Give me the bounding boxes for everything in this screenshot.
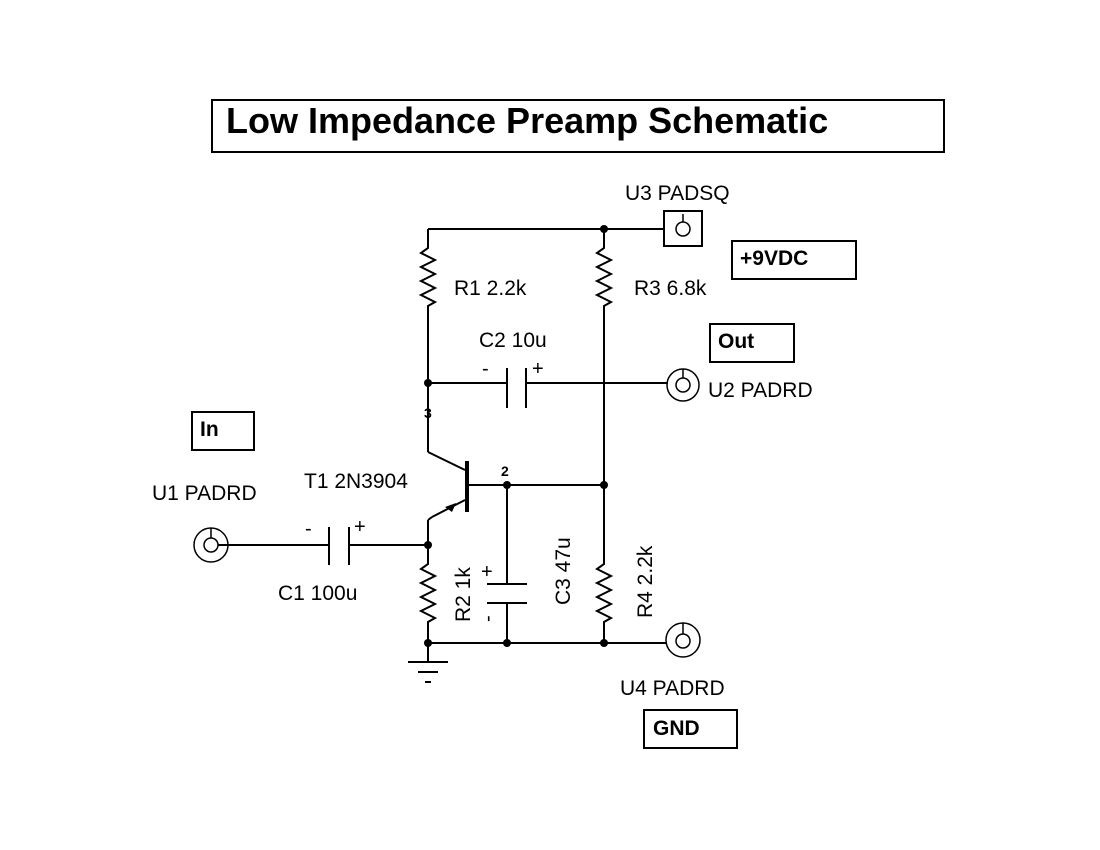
resistor-r1-label: R1 2.2k	[454, 277, 527, 300]
net-label-output-text: Out	[718, 330, 754, 353]
resistor-zigzag-icon	[418, 545, 438, 643]
capacitor-c1[interactable]: - + C1 100u	[218, 516, 428, 605]
resistor-r3-label: R3 6.8k	[634, 277, 707, 300]
resistor-zigzag-icon	[418, 229, 438, 383]
title-block: Low Impedance Preamp Schematic	[211, 99, 945, 153]
polarity-minus: -	[482, 358, 489, 380]
ground-icon	[408, 643, 448, 683]
resistor-r3[interactable]: R3 6.8k	[594, 229, 707, 485]
pin-number: 3	[424, 405, 432, 421]
net-label-input: In	[191, 411, 255, 451]
polarity-plus: +	[354, 516, 366, 538]
resistor-r4-label: R4 2.2k	[634, 545, 657, 618]
polarity-plus: +	[532, 358, 544, 380]
transistor-t1[interactable]: 3 2 T1 2N3904	[304, 383, 604, 545]
transistor-t1-label: T1 2N3904	[304, 470, 408, 493]
capacitor-c2[interactable]: - + C2 10u	[428, 329, 668, 408]
resistor-r2-label: R2 1k	[452, 567, 475, 622]
capacitor-c2-label: C2 10u	[479, 329, 547, 352]
resistor-zigzag-icon	[594, 485, 614, 643]
junction-dot	[503, 639, 511, 647]
net-label-supply: +9VDC	[731, 240, 857, 280]
resistor-r2[interactable]: R2 1k	[418, 545, 475, 643]
capacitor-c3-label: C3 47u	[552, 537, 575, 605]
net-label-input-text: In	[200, 418, 219, 441]
emitter-stub	[427, 516, 433, 521]
junction-dot	[600, 639, 608, 647]
net-label-box	[709, 323, 795, 363]
net-label-supply-text: +9VDC	[740, 247, 808, 270]
net-label-box	[731, 240, 857, 280]
title-text: Low Impedance Preamp Schematic	[226, 100, 828, 141]
pad-u4-label: U4 PADRD	[620, 677, 725, 700]
collector-lead	[427, 451, 466, 471]
resistor-zigzag-icon	[594, 229, 614, 485]
pad-hole-icon	[675, 633, 691, 649]
pad-u3[interactable]: U3 PADSQ	[625, 182, 730, 247]
net-label-box	[191, 411, 255, 451]
polarity-minus: -	[305, 518, 312, 540]
net-label-output: Out	[709, 323, 795, 363]
net-label-ground: GND	[643, 709, 738, 749]
net-label-ground-text: GND	[653, 717, 700, 740]
emitter-arrow-icon	[445, 503, 456, 512]
resistor-r1[interactable]: R1 2.2k	[418, 229, 527, 383]
pad-u1-label: U1 PADRD	[152, 482, 257, 505]
pad-u3-label: U3 PADSQ	[625, 182, 730, 205]
resistor-r4[interactable]: R4 2.2k	[594, 485, 657, 643]
polarity-minus: -	[477, 615, 499, 622]
pad-u4[interactable]: U4 PADRD	[620, 622, 725, 700]
pad-hole-icon	[203, 537, 219, 553]
net-label-box	[643, 709, 738, 749]
title-box	[211, 99, 945, 153]
pad-u2[interactable]: U2 PADRD	[666, 368, 813, 402]
pin-number: 2	[501, 463, 509, 479]
polarity-plus: +	[481, 561, 493, 583]
pad-hole-icon	[675, 377, 691, 393]
capacitor-c3[interactable]: + - C3 47u	[477, 485, 575, 643]
capacitor-c1-label: C1 100u	[278, 582, 357, 605]
pad-u2-label: U2 PADRD	[708, 379, 813, 402]
pad-u1[interactable]: U1 PADRD	[152, 482, 257, 563]
